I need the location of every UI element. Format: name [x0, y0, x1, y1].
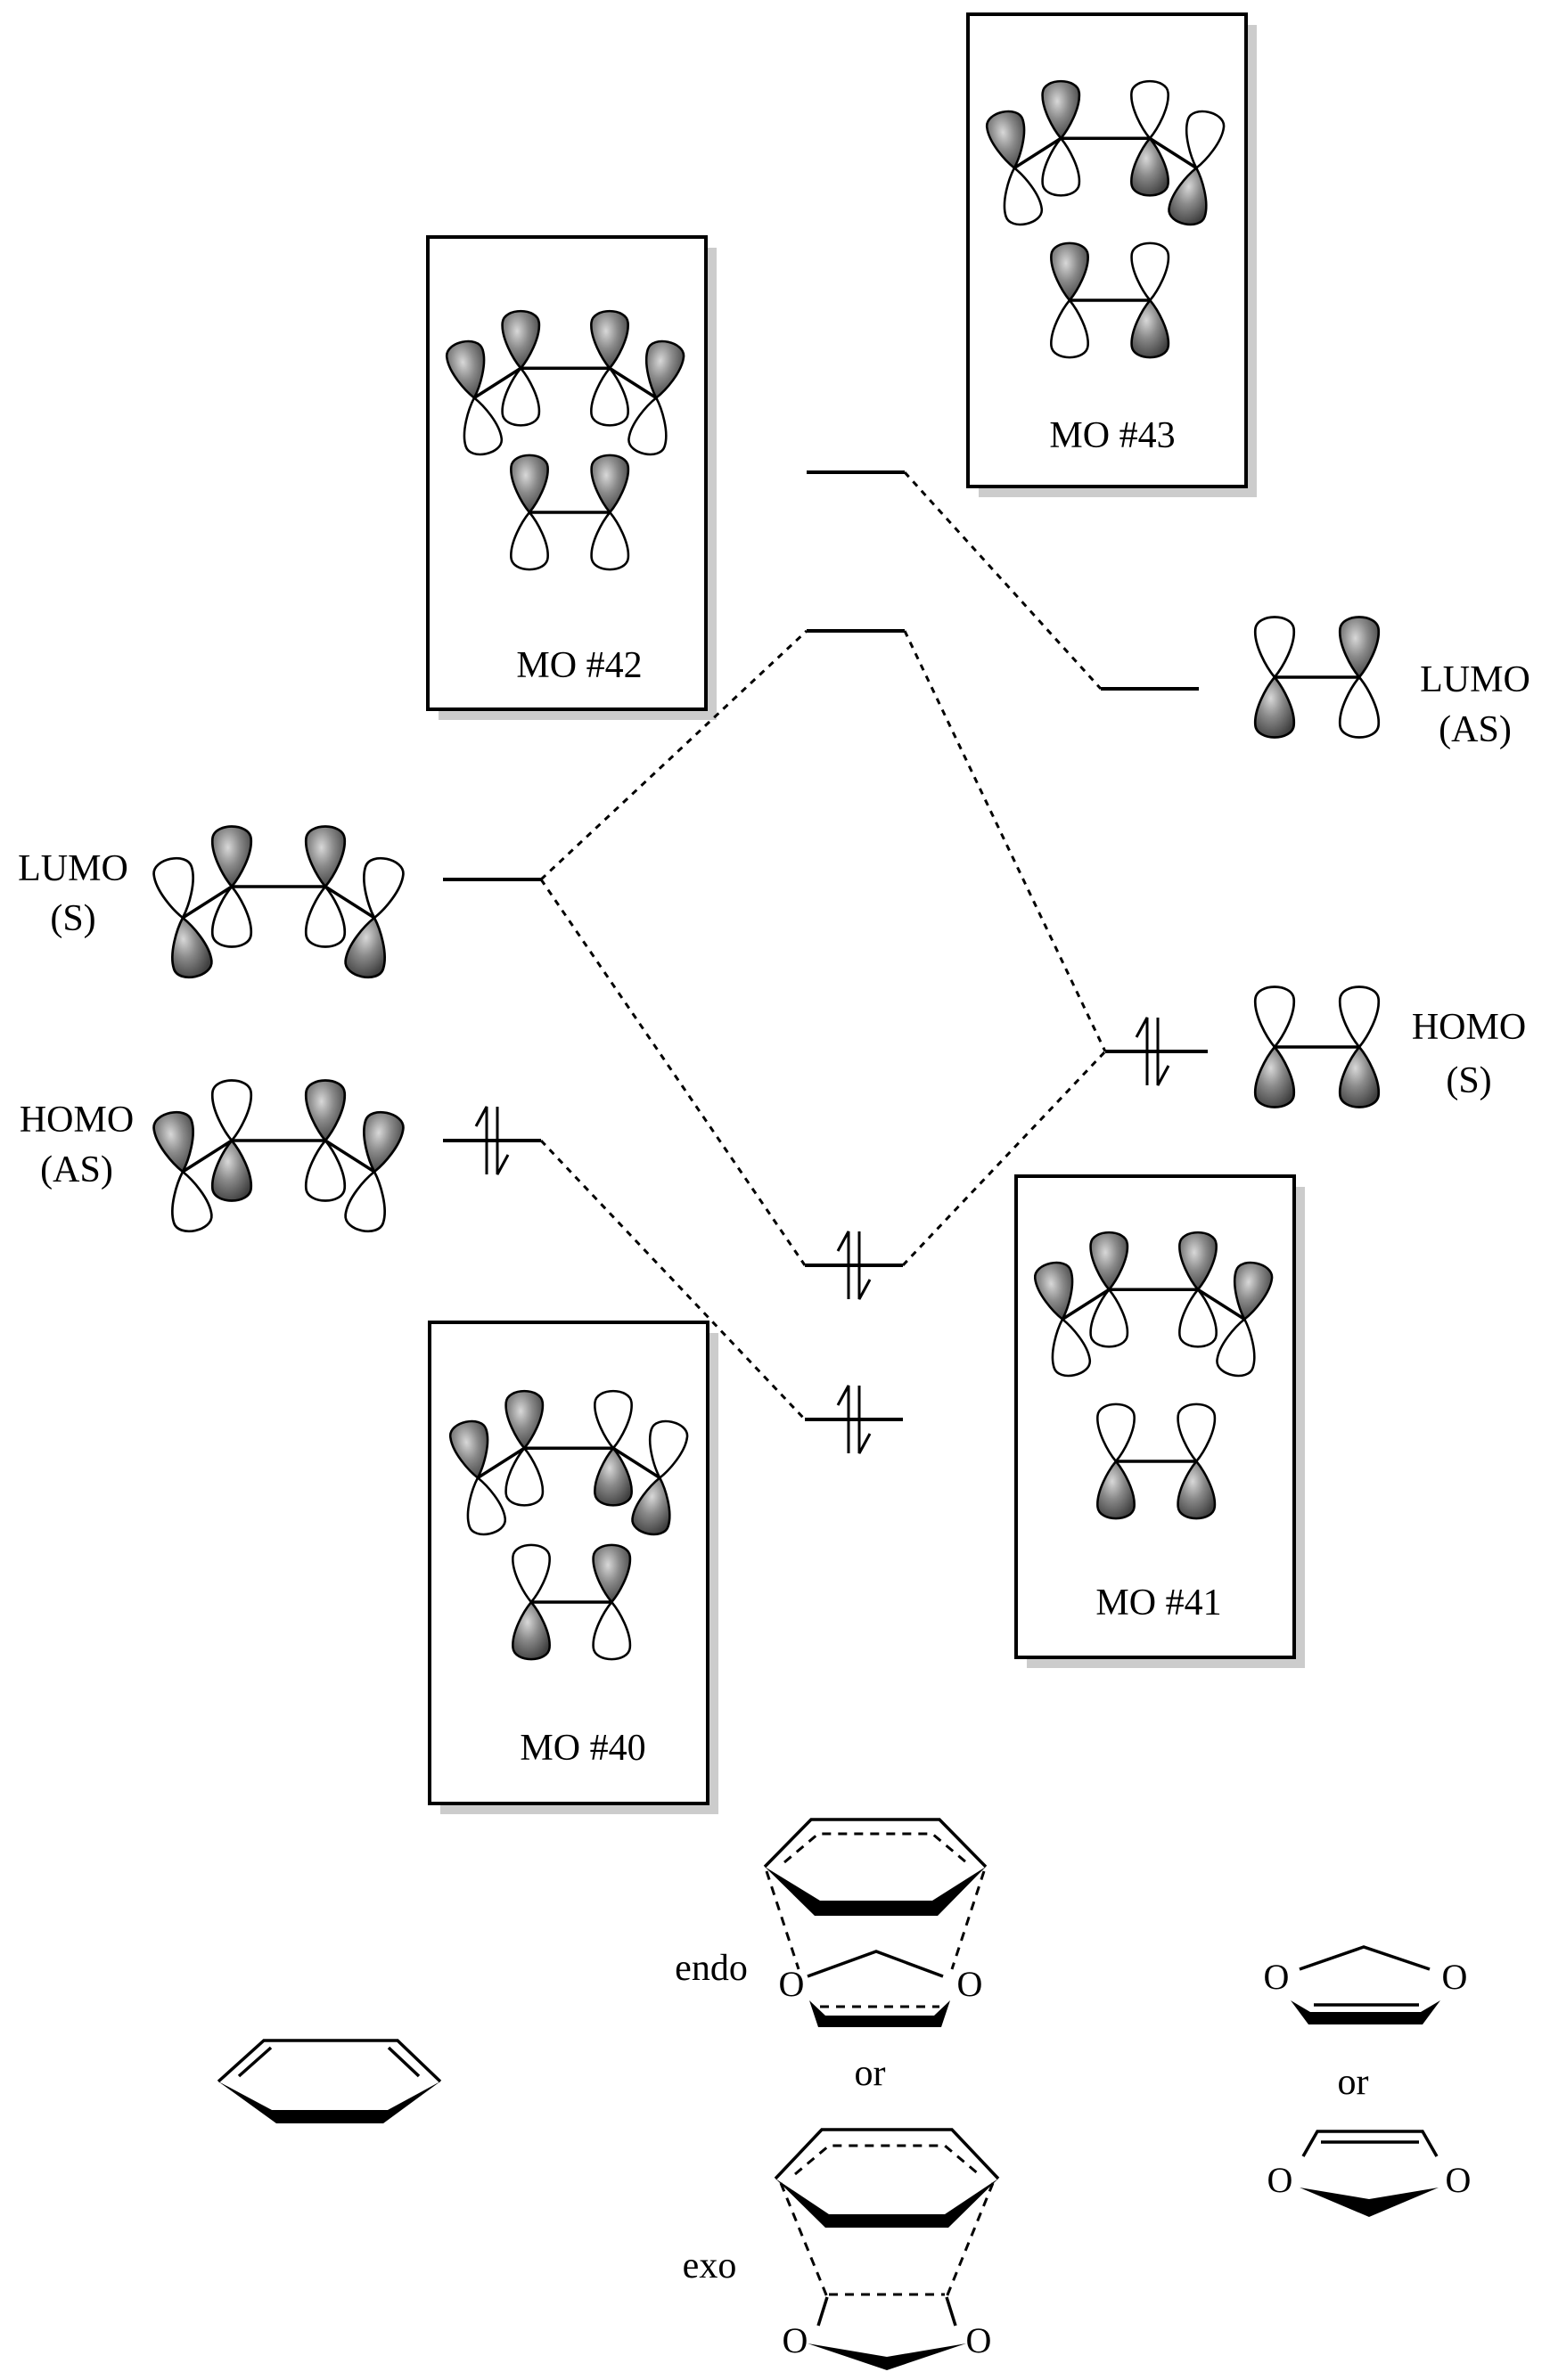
mo40-box: MO #40: [428, 1321, 718, 1814]
left-fragment-labels: LUMO (S) HOMO (AS): [18, 848, 134, 1190]
or-center: or: [855, 2053, 886, 2094]
corr-left-homo-mo40: [539, 1139, 807, 1421]
endo-label: endo: [675, 1948, 748, 1989]
left-lumo-p-orbital-4: [341, 854, 407, 982]
exo-transition-state: O O exo: [683, 2128, 1000, 2370]
mo40-label: MO #40: [520, 1728, 645, 1769]
hexatriene-structure: [217, 2039, 442, 2123]
electron-pairs: [474, 1017, 1170, 1454]
exo-oxygen-left: O: [783, 2320, 808, 2360]
left-homo-symmetry: (AS): [40, 1149, 113, 1190]
left-lumo-p-orbital-1: [150, 854, 216, 982]
dioxole-a-oxygen-right: O: [1442, 1957, 1468, 1997]
mo43-box: MO #43: [966, 12, 1257, 497]
dioxole-b-oxygen-right: O: [1446, 2160, 1472, 2200]
endo-oxygen-right: O: [957, 1964, 983, 2004]
electron-pair-mo40: [836, 1385, 872, 1454]
mo41-label: MO #41: [1095, 1583, 1221, 1623]
electron-pair-right-homo: [1135, 1017, 1170, 1086]
electron-pair-mo41: [836, 1231, 872, 1300]
right-homo-label: HOMO: [1412, 1007, 1526, 1048]
left-homo-p-orbital-1: [150, 1108, 216, 1236]
mo43-label: MO #43: [1049, 415, 1175, 456]
mo42-box: MO #42: [426, 235, 717, 720]
orbital-lobes: [150, 79, 1381, 1661]
electron-pair-left-homo: [474, 1106, 510, 1175]
or-right: or: [1338, 2062, 1369, 2103]
left-homo-diene-bonds: [182, 1139, 375, 1174]
corr-left-lumo-mo42: [539, 629, 808, 881]
exo-oxygen-right: O: [966, 2320, 992, 2360]
right-lumo-symmetry: (AS): [1439, 709, 1512, 750]
mo42-diene-bonds: [473, 366, 658, 399]
right-fragment-labels: LUMO (AS) HOMO (S): [1412, 659, 1530, 1101]
right-lumo-label: LUMO: [1420, 659, 1530, 700]
dioxole-a-oxygen-left: O: [1264, 1957, 1290, 1997]
energy-levels: [443, 470, 1208, 1421]
mo43-diene-bonds: [1013, 136, 1198, 169]
dioxolene-structure-a: O O: [1264, 1945, 1468, 2024]
exo-label: exo: [683, 2245, 737, 2286]
left-homo-label: HOMO: [20, 1100, 134, 1141]
mo41-box: MO #41: [1014, 1174, 1305, 1668]
left-lumo-label: LUMO: [18, 848, 128, 889]
left-lumo-symmetry: (S): [50, 898, 95, 939]
mo40-diene-bonds: [477, 1446, 661, 1479]
mo42-label: MO #42: [516, 645, 642, 686]
endo-oxygen-left: O: [779, 1964, 805, 2004]
dioxolene-structure-b: O O: [1267, 2130, 1472, 2217]
corr-left-lumo-mo41: [539, 879, 807, 1266]
corr-mo42-right-homo: [903, 630, 1107, 1052]
left-lumo-diene-bonds: [182, 885, 375, 920]
right-homo-symmetry: (S): [1446, 1060, 1491, 1101]
left-homo-p-orbital-4: [341, 1108, 407, 1236]
corr-mo43-right-lumo: [903, 470, 1103, 691]
dioxole-b-oxygen-left: O: [1267, 2160, 1293, 2200]
correlation-lines: [539, 470, 1107, 1421]
mo41-diene-bonds: [1062, 1288, 1246, 1321]
endo-transition-state: O O endo: [675, 1818, 988, 2027]
